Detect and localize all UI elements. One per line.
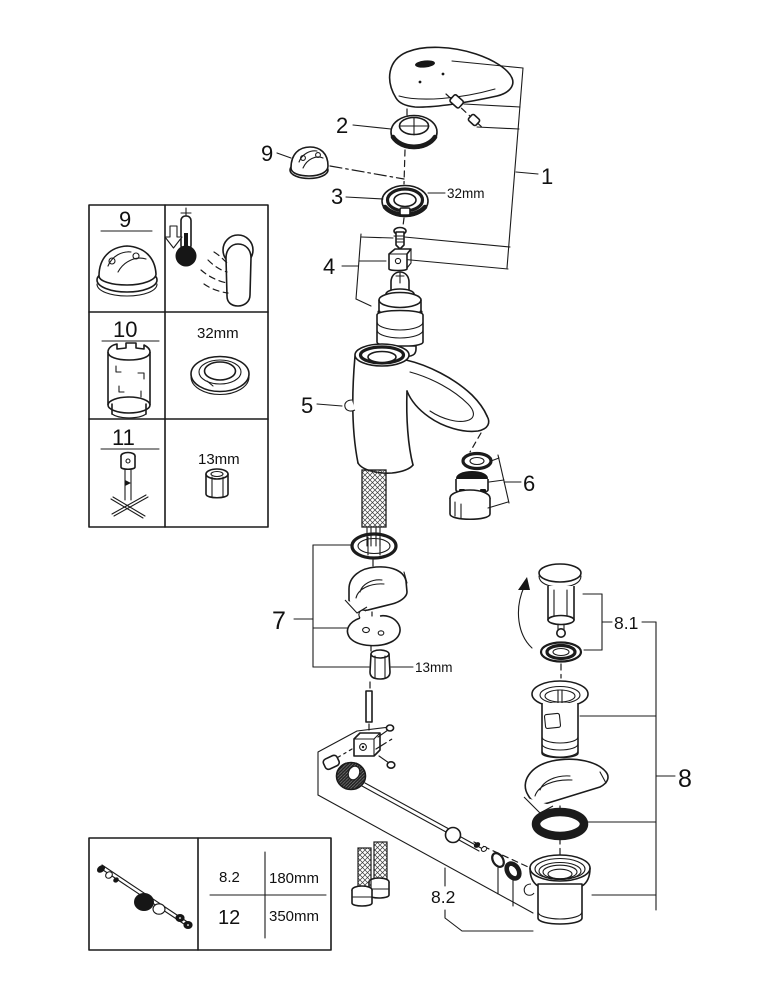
axis-dash [403, 149, 406, 185]
mounting-kit: 13mm 7 [272, 532, 453, 680]
dim-32mm: 32mm [447, 186, 485, 201]
temp-adjust-illustration [164, 207, 254, 307]
handle-base-ring: 2 [336, 113, 438, 150]
length-row2-len: 350mm [269, 908, 319, 925]
tool-row11-size: 13mm [198, 451, 240, 468]
faucet-body: 5 [301, 343, 490, 547]
ring-32mm-illustration [190, 355, 250, 396]
supply-hoses [351, 841, 390, 907]
drain-o-ring [531, 807, 589, 841]
mounting-nut-13mm [369, 649, 391, 680]
aerator-assembly: 6 [449, 432, 535, 521]
handle-lever [388, 46, 514, 108]
tool-row10-ref: 10 [113, 317, 137, 342]
callout-4: 4 [323, 254, 335, 279]
supply-hose-upper [361, 469, 387, 547]
callout-8: 8 [678, 765, 692, 793]
rod-cap-nut [322, 754, 341, 771]
stopper-seal [539, 641, 583, 663]
nut-13mm-illustration [205, 468, 229, 499]
horseshoe-plate [346, 609, 401, 647]
length-box: 8.2 180mm 12 350mm [88, 837, 332, 951]
drain-wedge-gasket [523, 758, 609, 814]
callout-5: 5 [301, 393, 313, 418]
tool-row9-ref: 9 [119, 207, 131, 232]
tool-9-cap [96, 245, 158, 297]
cartridge-kit: 4 [323, 226, 424, 358]
length-row1-ref: 8.2 [219, 869, 240, 886]
callout-3: 3 [331, 184, 343, 209]
wedge-gasket [344, 566, 408, 614]
callout-7: 7 [272, 607, 286, 635]
popup-rod-mechanism [317, 681, 534, 914]
drain-waste-cup [523, 854, 591, 925]
drain-assembly-8: 8 [523, 621, 692, 925]
length-row1-len: 180mm [269, 870, 319, 887]
callout-8-1: 8.1 [614, 613, 638, 633]
callout-8-2: 8.2 [431, 887, 455, 907]
temp-limiter-cap: 9 [261, 141, 405, 180]
lever-hand-illustration [200, 234, 254, 307]
dim-13mm: 13mm [415, 660, 453, 675]
drain-stopper-8_1: 8.1 [517, 563, 657, 663]
pull-rod [361, 782, 482, 852]
axis-dash [402, 217, 405, 227]
tool-row10-size: 32mm [197, 325, 239, 342]
callout-9: 9 [261, 141, 273, 166]
tool-11-rod [110, 451, 149, 519]
callout-1: 1 [541, 164, 553, 189]
trip-lever-block [353, 732, 381, 757]
tool-row11-ref: 11 [112, 425, 135, 450]
handle-screw [445, 93, 485, 130]
length-row2-ref: 12 [218, 907, 240, 929]
callout-6: 6 [523, 471, 535, 496]
callout-2: 2 [336, 113, 348, 138]
drain-flange [531, 680, 589, 759]
tool-box: 9 10 [88, 204, 269, 528]
tool-10-socket [107, 342, 151, 419]
arrow-down-icon [164, 225, 183, 249]
escutcheon-ring: 3 32mm [331, 184, 485, 218]
callout-1-bracket: 1 [393, 60, 553, 270]
rod-12-illustration [96, 864, 193, 929]
pull-rod-kit-8_2: 8.2 [431, 841, 553, 932]
